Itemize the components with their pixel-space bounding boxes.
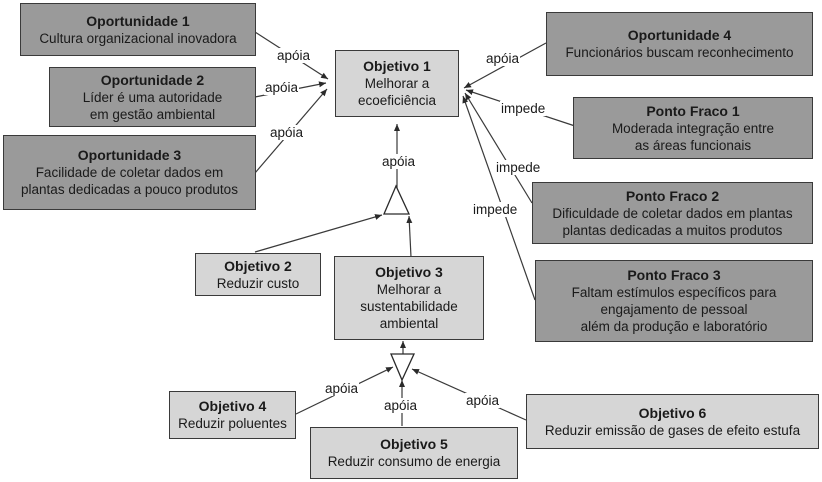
node-text: Moderada integração entre xyxy=(611,120,775,136)
node-title: Oportunidade 3 xyxy=(77,147,182,163)
edge-label-pf1-obj1: impede xyxy=(500,101,547,116)
node-text: sustentabilidade xyxy=(360,299,458,314)
node-text: engajamento de pessoal xyxy=(600,302,748,317)
node-title: Oportunidade 4 xyxy=(627,27,732,43)
node-oportunidade-1[interactable]: Oportunidade 1 Cultura organizacional in… xyxy=(20,3,256,56)
node-text: plantas dedicadas a muitos produtos xyxy=(562,222,783,238)
node-title: Oportunidade 1 xyxy=(86,12,190,29)
node-title: Objetivo 3 xyxy=(375,264,443,280)
node-text: Reduzir poluentes xyxy=(178,416,287,431)
node-title: Objetivo 1 xyxy=(363,58,431,74)
node-text: plantas dedicadas a pouco produtos xyxy=(21,182,238,197)
node-text: Cultura organizacional inovadora xyxy=(39,30,237,46)
node-text: além da produção e laboratório xyxy=(580,319,768,334)
node-text: Facilidade de coletar dados em xyxy=(35,165,224,180)
and-gate-down-icon xyxy=(390,353,416,382)
edge-pf3-obj1 xyxy=(462,95,536,301)
node-objetivo-1[interactable]: Objetivo 1 Melhorar a ecoeficiência xyxy=(335,50,459,117)
node-oportunidade-4[interactable]: Oportunidade 4 Funcionários buscam recon… xyxy=(546,12,813,76)
edge-label-op3-obj1: apóia xyxy=(269,125,305,140)
node-text: em gestão ambiental xyxy=(89,106,216,122)
node-ponto-fraco-2[interactable]: Ponto Fraco 2 Dificuldade de coletar dad… xyxy=(532,182,813,244)
node-title: Ponto Fraco 1 xyxy=(646,102,740,119)
node-text: as áreas funcionais xyxy=(634,137,752,153)
node-text: Reduzir custo xyxy=(216,275,300,291)
node-objetivo-6[interactable]: Objetivo 6 Reduzir emissão de gases de e… xyxy=(526,394,819,449)
edge-obj3-and1 xyxy=(406,215,413,258)
node-text: Líder é uma autoridade xyxy=(82,89,223,105)
node-objetivo-4[interactable]: Objetivo 4 Reduzir poluentes xyxy=(169,391,296,439)
node-text: Reduzir consumo de energia xyxy=(327,454,501,469)
edge-label-obj4-and2: apóia xyxy=(324,381,360,396)
node-ponto-fraco-3[interactable]: Ponto Fraco 3 Faltam estímulos específic… xyxy=(535,260,813,342)
node-text: ecoeficiência xyxy=(357,93,437,108)
edge-label-op2-obj1: apóia xyxy=(264,80,300,95)
node-oportunidade-2[interactable]: Oportunidade 2 Líder é uma autoridade em… xyxy=(49,67,256,127)
edge-label-obj5-and2: apóia xyxy=(383,398,419,413)
node-text: Melhorar a xyxy=(376,282,442,297)
node-title: Oportunidade 2 xyxy=(100,71,205,88)
node-oportunidade-3[interactable]: Oportunidade 3 Facilidade de coletar dad… xyxy=(3,135,256,210)
node-text: Funcionários buscam reconhecimento xyxy=(565,45,794,60)
node-ponto-fraco-1[interactable]: Ponto Fraco 1 Moderada integração entre … xyxy=(573,97,813,159)
edge-label-pf2-obj1: impede xyxy=(495,160,542,175)
edge-obj2-and1 xyxy=(254,214,383,253)
node-text: Dificuldade de coletar dados em plantas xyxy=(552,205,793,221)
node-title: Objetivo 2 xyxy=(224,257,292,274)
node-title: Objetivo 5 xyxy=(380,436,448,452)
node-title: Ponto Fraco 2 xyxy=(625,187,720,204)
edge-pf2-obj1 xyxy=(464,92,533,204)
node-text: Reduzir emissão de gases de efeito estuf… xyxy=(544,422,801,438)
node-text: ambiental xyxy=(379,316,439,331)
node-objetivo-3[interactable]: Objetivo 3 Melhorar a sustentabilidade a… xyxy=(334,256,484,340)
node-title: Objetivo 4 xyxy=(198,398,267,414)
node-objetivo-5[interactable]: Objetivo 5 Reduzir consumo de energia xyxy=(310,427,518,479)
and-gate-up-icon xyxy=(383,184,411,215)
node-title: Ponto Fraco 3 xyxy=(627,267,721,283)
node-text: Melhorar a xyxy=(364,76,430,91)
edge-label-op4-obj1: apóia xyxy=(485,51,521,66)
edge-label-obj6-and2: apóia xyxy=(465,393,501,408)
edge-label-and1-obj1: apóia xyxy=(381,154,417,169)
edge-label-pf3-obj1: impede xyxy=(472,202,519,217)
node-title: Objetivo 6 xyxy=(638,404,707,421)
node-objetivo-2[interactable]: Objetivo 2 Reduzir custo xyxy=(195,253,321,296)
edge-label-op1-obj1: apóia xyxy=(276,48,312,63)
node-text: Faltam estímulos específicos para xyxy=(571,285,777,300)
